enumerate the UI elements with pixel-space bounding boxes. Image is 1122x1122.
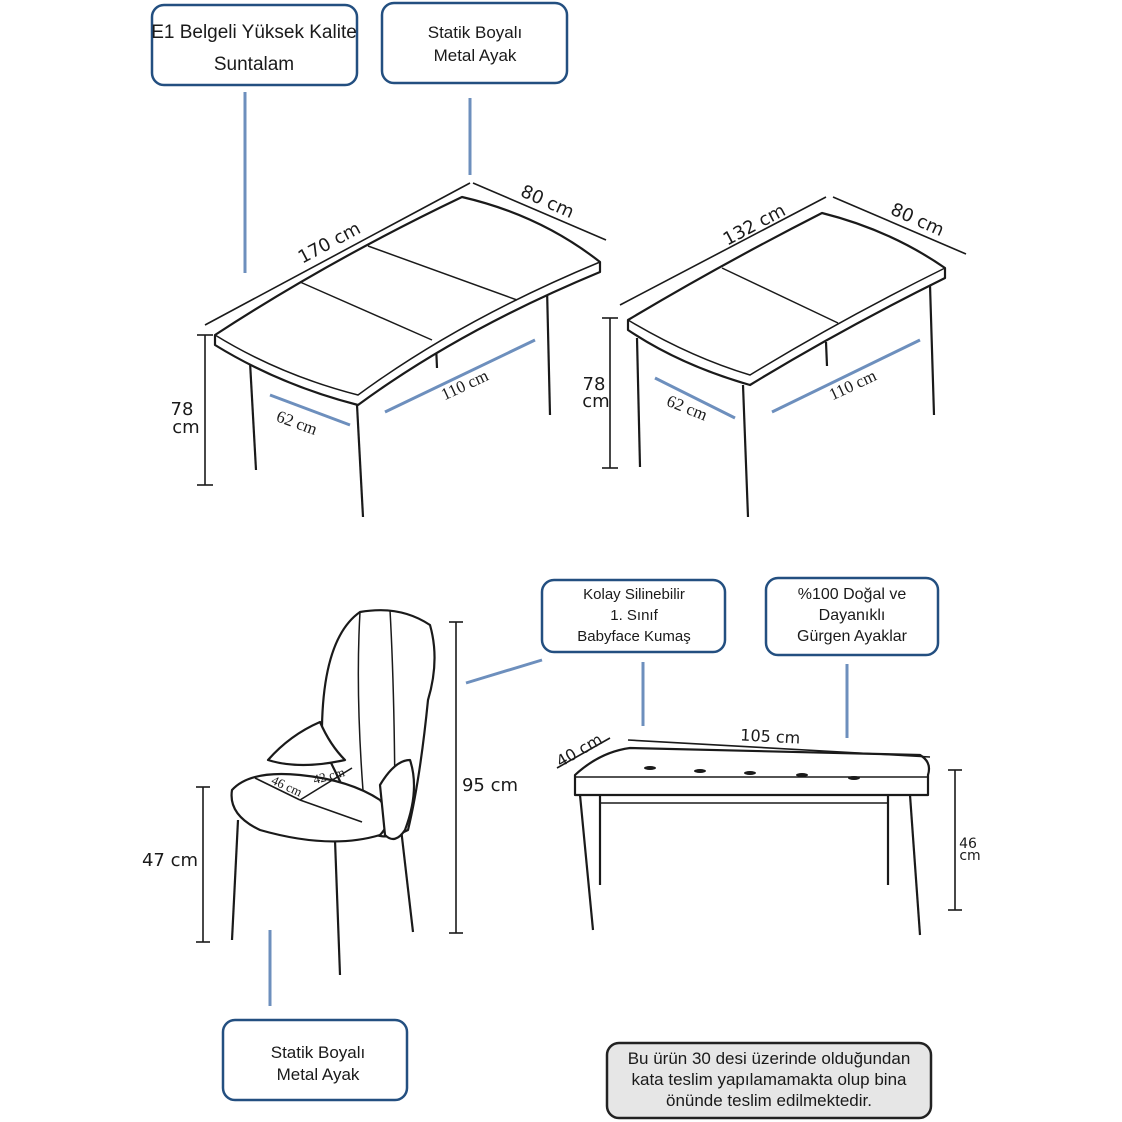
chair-height-label: 95 cm bbox=[462, 775, 518, 796]
table-leg bbox=[928, 284, 936, 416]
callout-text: E1 Belgeli Yüksek Kalite bbox=[151, 22, 357, 43]
delivery-note: Bu ürün 30 desi üzerinde olduğundan kata… bbox=[605, 1041, 933, 1120]
callout-text: 1. Sınıf bbox=[610, 607, 658, 624]
bench-drawing: 105 cm 40 cm 46 cm bbox=[553, 725, 981, 936]
callout-text: Statik Boyalı bbox=[271, 1043, 366, 1062]
height-label: 78 bbox=[583, 374, 606, 395]
tufting-buttons bbox=[644, 766, 860, 780]
width-label: 80 cm bbox=[887, 199, 947, 241]
callout-text: Suntalam bbox=[214, 54, 294, 75]
bench-leg bbox=[908, 794, 922, 936]
callout-top-material: E1 Belgeli Yüksek Kalite Suntalam bbox=[150, 3, 359, 87]
table-leg bbox=[741, 384, 750, 518]
callout-text: Kolay Silinebilir bbox=[583, 586, 685, 603]
bench-length-label: 105 cm bbox=[740, 725, 801, 747]
table-leg bbox=[355, 404, 365, 518]
chair-leg bbox=[333, 839, 342, 976]
chair-leg bbox=[398, 819, 415, 933]
callout-text: Metal Ayak bbox=[277, 1065, 360, 1084]
extended-table-drawing: 170 cm 80 cm 78 cm 62 cm 110 cm bbox=[171, 181, 607, 518]
note-text: kata teslim yapılamamakta olup bina bbox=[632, 1070, 908, 1089]
callout-fabric: Kolay Silinebilir 1. Sınıf Babyface Kuma… bbox=[540, 578, 727, 654]
callout-text: Statik Boyalı bbox=[428, 23, 523, 42]
closed-table-drawing: 132 cm 80 cm 78 cm 62 cm 110 cm bbox=[582, 196, 967, 518]
chair-leg bbox=[230, 819, 240, 941]
table-leg bbox=[824, 341, 829, 367]
seat-height-label: 47 cm bbox=[142, 850, 198, 871]
callout-text: Metal Ayak bbox=[434, 46, 517, 65]
height-unit: cm bbox=[582, 391, 609, 412]
table-leg bbox=[248, 361, 258, 471]
table-leg bbox=[635, 337, 642, 468]
callout-table-legs: Statik Boyalı Metal Ayak bbox=[380, 1, 569, 85]
table-leg bbox=[545, 287, 552, 416]
leg-span-short-label: 62 cm bbox=[664, 391, 710, 424]
width-label: 80 cm bbox=[517, 181, 577, 223]
callout-bench-legs: %100 Doğal ve Dayanıklı Gürgen Ayaklar bbox=[764, 576, 940, 657]
bench-leg bbox=[578, 794, 595, 931]
chair-drawing: 46 cm 42 cm 95 cm 47 cm bbox=[142, 609, 518, 976]
leg-span-long-label: 110 cm bbox=[438, 366, 491, 404]
callout-text: Babyface Kumaş bbox=[577, 628, 690, 645]
callout-text: %100 Doğal ve bbox=[798, 586, 907, 603]
callout-text: Gürgen Ayaklar bbox=[797, 628, 908, 645]
callout-chair-legs: Statik Boyalı Metal Ayak bbox=[221, 1018, 409, 1102]
note-text: Bu ürün 30 desi üzerinde olduğundan bbox=[628, 1049, 911, 1068]
bench-height-unit: cm bbox=[959, 848, 980, 864]
bench-height-label: 46 bbox=[959, 836, 977, 852]
height-label: 78 bbox=[171, 399, 194, 420]
callout-text: Dayanıklı bbox=[819, 607, 886, 624]
height-unit: cm bbox=[172, 417, 199, 438]
note-text: önünde teslim edilmektedir. bbox=[666, 1091, 872, 1110]
leader-line bbox=[465, 658, 543, 685]
